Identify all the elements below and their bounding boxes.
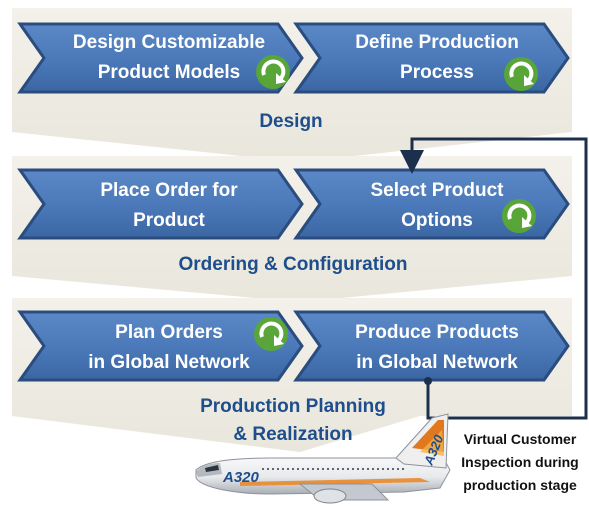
aircraft-fuselage-label: A320 [222,469,260,486]
step-label: Product Models [98,62,241,83]
cycle-icon [254,317,288,351]
stage-production: Plan Orders in Global Network Produce Pr… [12,298,572,452]
inspection-callout: Virtual Customer Inspection during produ… [461,431,578,493]
stage-label: & Realization [233,424,352,445]
step-label: Plan Orders [115,322,223,343]
step-label: Select Product [370,180,504,201]
chevron-shape [17,168,304,240]
aircraft-illustration: A320 A320 [195,413,451,504]
aircraft-engine [313,488,347,504]
stage-ordering: Place Order for Product Select Product O… [12,156,572,302]
chevron-step: Select Product Options [293,168,570,240]
chevron-shape [293,310,570,382]
chevron-step: Define Production Process [293,22,570,94]
step-label: Options [401,210,473,231]
cycle-icon [256,55,290,89]
step-label: Process [400,62,474,83]
step-label: Design Customizable [73,32,265,53]
step-label: Place Order for [100,180,238,201]
step-label: in Global Network [356,352,518,373]
cycle-icon [504,57,538,91]
chevron-shape [17,310,304,382]
stage-design: Design Customizable Product Models Defin… [12,8,572,162]
callout-line: Inspection during [461,454,578,470]
callout-line: Virtual Customer [464,431,577,447]
stage-label: Design [259,111,322,132]
chevron-step: Produce Products in Global Network [293,310,570,382]
step-label: Produce Products [355,322,519,343]
step-label: in Global Network [88,352,250,373]
stage-label: Production Planning [200,396,386,417]
step-label: Define Production [355,32,519,53]
chevron-shape [293,22,570,94]
cycle-icon [502,199,536,233]
callout-line: production stage [463,477,577,493]
chevron-step: Plan Orders in Global Network [17,310,304,382]
stage-label: Ordering & Configuration [178,254,407,275]
chevron-step: Design Customizable Product Models [17,22,304,94]
connector-arrow [400,137,588,420]
chevron-shape [293,168,570,240]
chevron-shape [17,22,304,94]
feedback-connector [400,137,588,420]
chevron-step: Place Order for Product [17,168,304,240]
step-label: Product [133,210,205,231]
